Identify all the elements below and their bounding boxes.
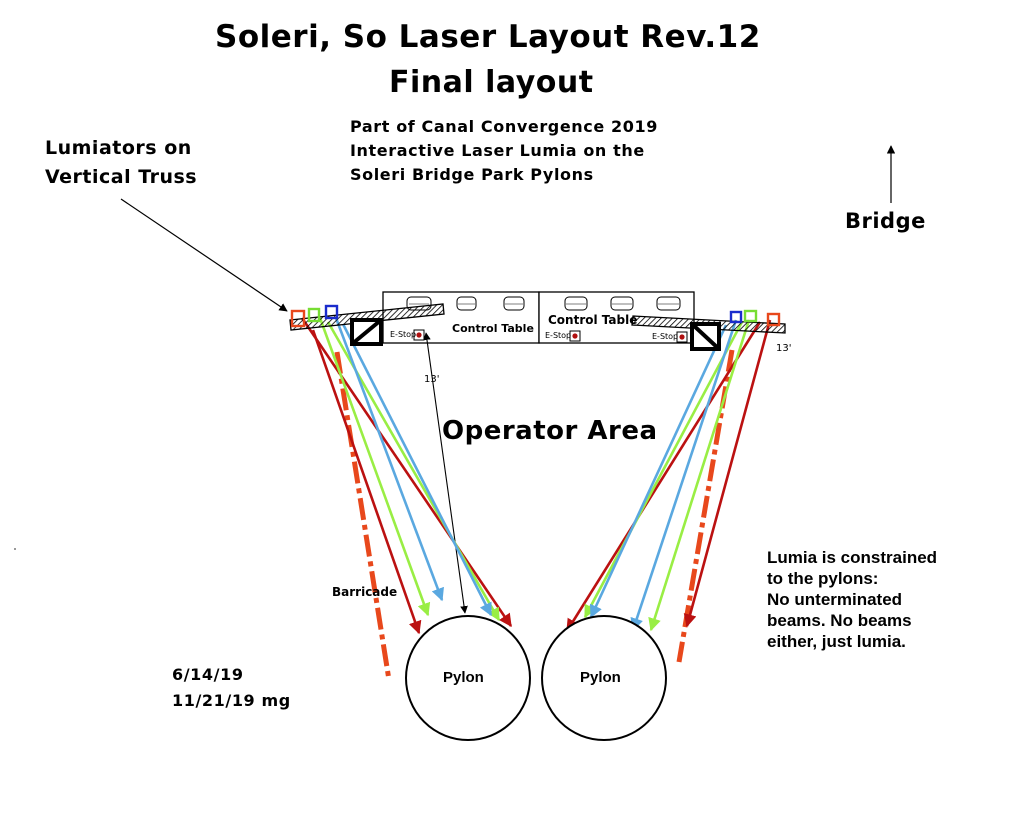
estop-button xyxy=(569,330,581,342)
distance-label-right: 13' xyxy=(776,343,792,354)
controller-icon xyxy=(564,296,588,311)
lumiators-pointer-arrow xyxy=(120,198,288,312)
constraint-note-line: No unterminated xyxy=(767,590,903,609)
barricade-label: Barricade xyxy=(332,585,398,599)
estop-button xyxy=(413,329,425,341)
controller-icon xyxy=(610,296,634,311)
lumiator-truss-left xyxy=(289,303,445,346)
lumiators-label: Lumiators on Vertical Truss xyxy=(45,134,197,192)
truss-base-block xyxy=(350,318,383,346)
pylon-right xyxy=(541,615,667,741)
right-laser-beams xyxy=(565,319,772,633)
laser-beam-red xyxy=(565,321,762,633)
estop-label: E-Stop xyxy=(545,331,572,340)
stray-mark xyxy=(14,548,16,550)
page-subtitle: Final layout xyxy=(389,65,594,100)
distance-label: 13' xyxy=(424,374,440,385)
controller-icon xyxy=(503,296,525,311)
event-note-line: Part of Canal Convergence 2019 xyxy=(350,117,658,136)
lumiator-truss-right xyxy=(631,309,786,351)
pylon-label-left: Pylon xyxy=(443,669,484,686)
controller-icon xyxy=(656,296,681,311)
barricade-left xyxy=(334,351,392,681)
revision-date-line: 6/14/19 xyxy=(172,665,244,684)
constraint-note-line: either, just lumia. xyxy=(767,632,906,651)
constraint-note-line: to the pylons: xyxy=(767,569,879,588)
pylon-left xyxy=(405,615,531,741)
lumiators-label-line: Vertical Truss xyxy=(45,166,198,188)
constraint-note-line: beams. No beams xyxy=(767,611,912,630)
event-note-line: Soleri Bridge Park Pylons xyxy=(350,165,594,184)
laser-beam-green xyxy=(318,317,431,617)
left-laser-beams xyxy=(300,317,513,635)
laser-beam-blue xyxy=(589,324,728,619)
control-table-label-left: Control Table xyxy=(452,322,534,335)
estop-label: E-Stop xyxy=(390,330,417,339)
bridge-label: Bridge xyxy=(845,209,926,233)
operator-area-label: Operator Area xyxy=(442,416,658,446)
laser-beam-green xyxy=(648,319,751,632)
revision-date-line: 11/21/19 mg xyxy=(172,691,291,710)
laser-beam-blue xyxy=(341,323,493,617)
laser-beam-red xyxy=(683,319,772,628)
pylon-label-right: Pylon xyxy=(580,669,621,686)
page-title: Soleri, So Laser Layout Rev.12 xyxy=(215,19,761,55)
constraint-note-line: Lumia is constrained xyxy=(767,548,938,567)
estop-button xyxy=(676,331,688,343)
laser-beam-green xyxy=(583,321,744,619)
estop-label: E-Stop xyxy=(652,332,679,341)
revision-dates: 6/14/19 11/21/19 mg xyxy=(172,662,291,714)
distance-arrow xyxy=(423,332,468,614)
controller-icon xyxy=(456,296,477,311)
lumiators-label-line: Lumiators on xyxy=(45,137,192,159)
laser-beam-blue xyxy=(334,317,444,602)
laser-beam-blue xyxy=(630,319,738,632)
laser-beam-red xyxy=(300,317,513,628)
constraint-note: Lumia is constrained to the pylons: No u… xyxy=(767,547,937,652)
truss-base-block xyxy=(690,322,721,351)
laser-beam-red xyxy=(311,329,422,635)
event-note: Part of Canal Convergence 2019 Interacti… xyxy=(350,115,658,187)
event-note-line: Interactive Laser Lumia on the xyxy=(350,141,645,160)
control-table-label-right: Control Table xyxy=(548,313,638,327)
